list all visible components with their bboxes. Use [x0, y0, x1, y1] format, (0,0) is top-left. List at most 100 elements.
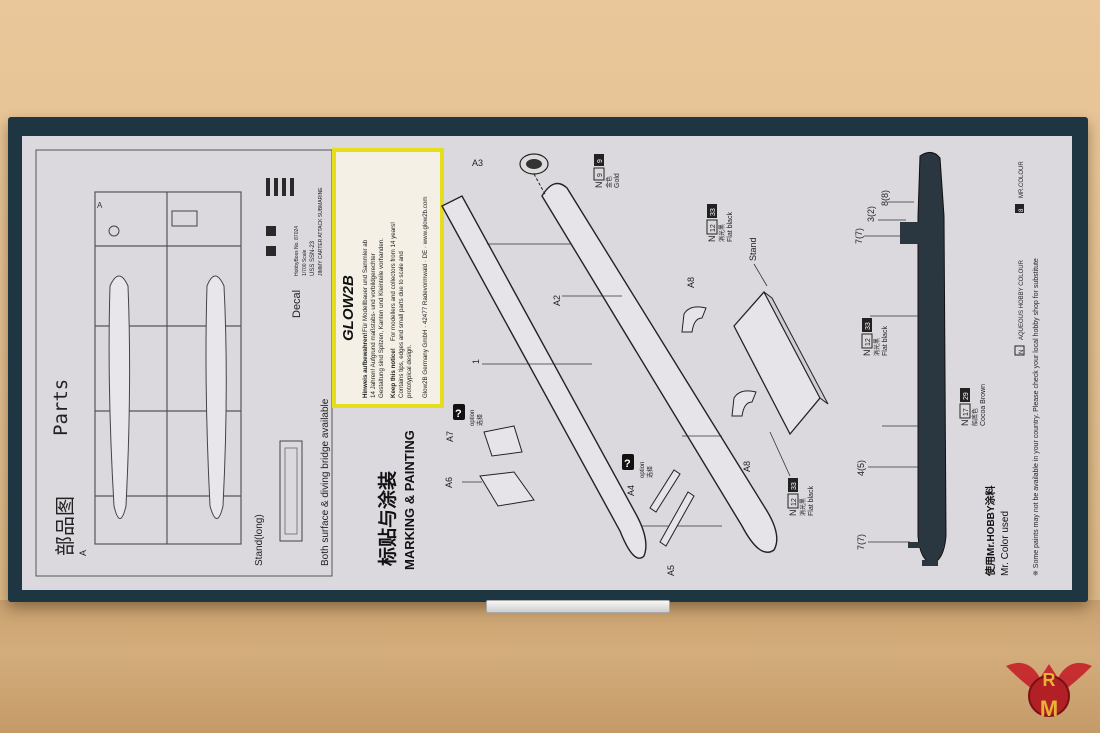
paint-fb-top-en: Flat black [727, 212, 734, 242]
paint-gold-cn: 金色 [605, 176, 613, 188]
decal-text-2: JIMMY CARTER ATTACK SUBMARINE [318, 187, 324, 276]
paint-cb-cn: 船底色 [971, 408, 979, 426]
stand-long-part [279, 440, 303, 542]
paint-fb-top-cn: 消光黑 [718, 224, 726, 242]
paint-gold-num2: 9 [597, 159, 604, 163]
paint-flat-black-top: N 12 33 消光黑 Flat black [706, 204, 734, 243]
assembly-section: A3 A2 1 ? option 选择 A7 A6 ? option [376, 153, 829, 576]
paint-legend: N AQUEOUS HOBBY COLOUR 8 MR.COLOUR ※ Som… [1014, 161, 1040, 576]
paint-fb-bot-cn: 消光黑 [799, 498, 807, 516]
rm-watermark-logo: R M [1006, 662, 1092, 721]
glow2b-sticker: GLOW2B Hinweis aufbewahren! Für Modellba… [332, 148, 444, 408]
paint-cb-num2: 29 [963, 392, 970, 400]
label-a5: A5 [666, 565, 676, 576]
instruction-artwork: 部品图 Parts A A Stand(long) Both surfac [35, 148, 1040, 577]
parts-title-cn: 部品图 [54, 496, 77, 556]
label-77-top: 7(7) [854, 228, 864, 244]
sticker-address: Glow2B Germany GmbH · 42477 Radevormwald… [422, 196, 429, 398]
marking-title-en: MARKING & PAINTING [402, 430, 417, 570]
paint-cb-en: Cocoa Brown [980, 384, 987, 426]
decal-sheet: Decal USS SSN-23 JIMMY CARTER ATTACK SUB… [266, 178, 324, 318]
paint-fb-bot-en: Flat black [808, 486, 815, 516]
paint-fb-top-prefix: N [707, 236, 717, 243]
option-a6: A6 [444, 471, 535, 507]
watermark-r: R [1043, 670, 1056, 690]
propeller-a3 [519, 153, 549, 197]
painting-profile-section: 7(7) 3(2) 8(8) 4(5) 7(7) N 12 33 消光黑 Fla… [854, 152, 1040, 577]
legend-aqueous-box: N [1019, 350, 1025, 354]
option-q-icon-a4: ? [624, 458, 631, 470]
option-a4-cn: 选择 [646, 466, 654, 478]
table-surface [0, 600, 1100, 733]
paint-cb-num: 17 [963, 408, 970, 416]
parts-title-en: Parts [50, 379, 72, 436]
warning-de-title: Hinweis aufbewahren! [362, 333, 369, 398]
legend-disclaimer: ※ Some paints may not be available in yo… [1033, 258, 1040, 576]
paint-fb-top-num: 12 [710, 224, 717, 232]
paint-fb-mid-num2: 33 [865, 322, 872, 330]
decal-text-1: USS SSN-23 [310, 240, 316, 276]
paint-gold-prefix: N [594, 182, 604, 189]
sprue-label: A [78, 550, 88, 556]
label-77-bottom: 7(7) [856, 534, 866, 550]
parts-section: 部品图 Parts A A Stand(long) Both surfac [35, 149, 333, 577]
paint-fb-bot-prefix: N [788, 510, 798, 517]
warning-en-title: Keep this notice! [390, 348, 397, 398]
using-mr-hobby-en: Mr. Color used [1000, 511, 1011, 576]
hull-half-a2 [541, 182, 778, 553]
legend-mr: MR.COLOUR [1019, 161, 1025, 198]
paint-gold-num: 9 [597, 173, 604, 177]
label-part-1: 1 [471, 359, 481, 364]
legend-mr-box: 8 [1019, 208, 1025, 212]
warning-de-line3: Gestaltung sind Spitzen, Kanten und Klei… [378, 238, 385, 398]
stand-part: Stand [733, 237, 829, 436]
decal-text-4: HobbyBoss No. 87024 [294, 226, 300, 276]
label-a6: A6 [444, 477, 454, 488]
sprue-corner-letter: A [97, 201, 103, 210]
legend-aqueous: AQUEOUS HOBBY COLOUR [1019, 259, 1025, 340]
sprue-hull-half-left [108, 275, 131, 519]
warning-en-line3: prototypical design. [406, 344, 413, 398]
label-45: 4(5) [856, 460, 866, 476]
submarine-profile [917, 152, 947, 565]
decal-text-3: 1/700 Scale [302, 249, 308, 276]
hull-half-1 [441, 195, 647, 559]
paint-fb-mid-num: 12 [865, 338, 872, 346]
paint-flat-black-bottom: N 12 33 消光黑 Flat black [787, 478, 815, 517]
label-a8-top: A8 [686, 277, 696, 288]
label-a4: A4 [626, 485, 636, 496]
option-a5: A5 [659, 491, 695, 576]
paint-fb-mid-en: Flat black [882, 326, 889, 356]
paint-fb-mid-cn: 消光黑 [873, 338, 881, 356]
label-a2: A2 [552, 295, 562, 306]
label-stand: Stand [748, 237, 758, 261]
option-a7-cn: 选择 [476, 414, 484, 426]
label-88: 8(8) [880, 190, 890, 206]
part-a8-top: A8 [681, 277, 707, 333]
warning-en-line1: For modellers and collectors from 14 yea… [390, 222, 397, 341]
warning-de-line2: 14 Jahren! Aufgrund maßstabs- und vorbil… [370, 253, 377, 398]
instruction-panel: 部品图 Parts A A Stand(long) Both surfac [22, 136, 1072, 590]
part-a8-bottom: A8 [731, 390, 757, 472]
option-q-icon-a7: ? [455, 408, 462, 420]
box-clip [486, 600, 670, 613]
marking-title-cn: 标贴与涂装 [376, 471, 399, 566]
sprue-hull-half-right [205, 275, 227, 519]
paint-fb-mid-prefix: N [862, 350, 872, 357]
paint-cocoa-brown: N 17 29 船底色 Cocoa Brown [959, 384, 987, 426]
paint-gold-en: Gold [614, 173, 621, 188]
label-a3: A3 [472, 158, 483, 168]
paint-flat-black-mid: N 12 33 消光黑 Flat black [861, 318, 889, 357]
option-a7-en: option [470, 410, 476, 426]
paint-fb-bot-num: 12 [791, 498, 798, 506]
label-a7: A7 [445, 431, 455, 442]
option-a4: ? option 选择 A4 [622, 454, 681, 513]
warning-en-line2: Contains tips, edges and small parts due… [398, 251, 405, 398]
label-32: 3(2) [866, 206, 876, 222]
paint-fb-bot-num2: 33 [791, 482, 798, 490]
bridge-note: Both surface & diving bridge available [320, 398, 331, 566]
warning-de-line1: Für Modellbauer und Sammler ab [362, 239, 369, 332]
decal-label: Decal [291, 290, 303, 318]
paint-fb-top-num2: 33 [710, 208, 717, 216]
paint-gold: N 9 9 金色 Gold [593, 154, 621, 189]
